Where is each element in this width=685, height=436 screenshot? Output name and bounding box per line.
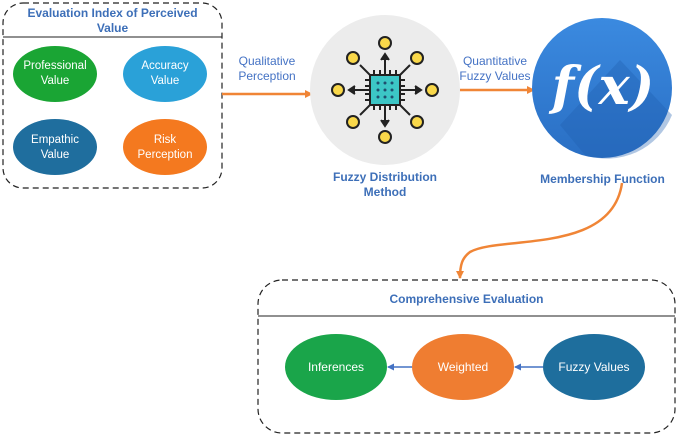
risk-perception-line2: Perception — [137, 149, 193, 161]
bottom-panel-frame — [257, 279, 676, 434]
professional-value-line2: Value — [40, 75, 70, 87]
fuzzy-network-icon — [331, 36, 439, 144]
accuracy-value-label: Accuracy Value — [125, 59, 205, 89]
professional-value-node — [13, 46, 97, 102]
empathic-value-label: Empathic Value — [15, 133, 95, 163]
fuzzy-method-line2: Method — [363, 185, 407, 199]
accuracy-value-node — [123, 46, 207, 102]
weighted-label: Weighted — [437, 360, 489, 374]
accuracy-value-line2: Value — [150, 75, 180, 87]
function-icon-shadow — [560, 60, 672, 159]
arrow-to-evaluation — [456, 182, 624, 279]
fuzzy-values-label: Fuzzy Values — [558, 360, 630, 374]
risk-perception-node — [123, 119, 207, 175]
empathic-value-line1: Empathic — [31, 134, 79, 146]
professional-value-line1: Professional — [23, 60, 87, 72]
risk-perception-label: Risk Perception — [125, 133, 205, 163]
quantitative-fuzzy-values-label: Quantitative Fuzzy Values — [452, 54, 538, 84]
function-symbol: f(x) — [551, 56, 655, 117]
fuzzy-method-label: Fuzzy Distribution Method — [320, 170, 450, 200]
qualitative-line1: Qualitative — [238, 54, 296, 68]
quantitative-line1: Quantitative — [462, 54, 528, 68]
inferences-label: Inferences — [307, 360, 365, 374]
quantitative-line2: Fuzzy Values — [459, 69, 531, 83]
left-panel-frame — [2, 2, 223, 189]
risk-perception-line1: Risk — [153, 134, 177, 146]
left-panel-title-line2: Value — [96, 21, 129, 35]
empathic-value-line2: Value — [40, 149, 70, 161]
membership-function-label: Membership Function — [540, 172, 665, 186]
function-icon — [532, 18, 672, 158]
fuzzy-values-node — [543, 334, 645, 400]
empathic-value-node — [13, 119, 97, 175]
accuracy-value-line1: Accuracy — [141, 60, 189, 72]
bottom-panel-title: Comprehensive Evaluation — [389, 292, 544, 306]
weighted-node — [412, 334, 514, 400]
professional-value-label: Professional Value — [15, 59, 95, 89]
left-panel-title-line1: Evaluation Index of Perceived — [27, 6, 198, 20]
inferences-node — [285, 334, 387, 400]
qualitative-line2: Perception — [238, 69, 296, 83]
qualitative-perception-label: Qualitative Perception — [226, 54, 308, 84]
fuzzy-method-line1: Fuzzy Distribution — [333, 170, 437, 184]
left-panel-title: Evaluation Index of Perceived Value — [10, 6, 215, 36]
